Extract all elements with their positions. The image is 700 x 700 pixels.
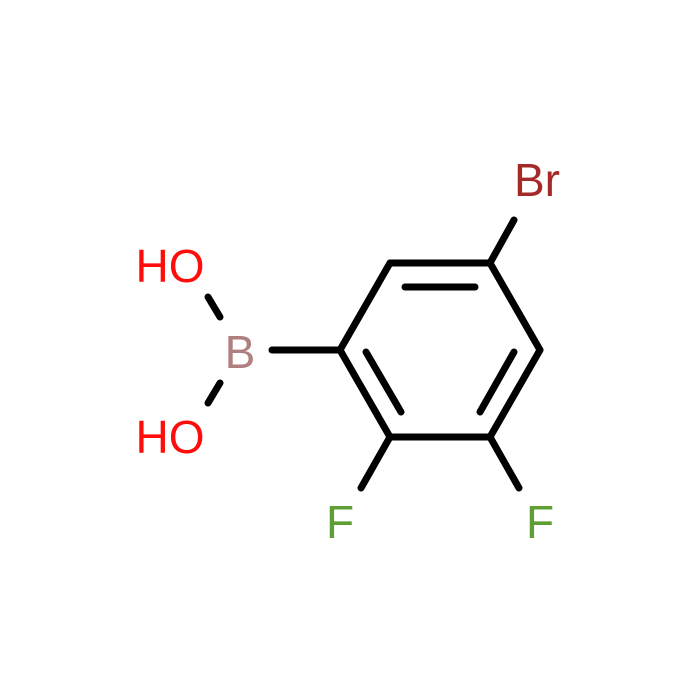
ring-bond-c6-c1 — [336, 259, 394, 354]
bond-boron-oh-bottom — [204, 379, 224, 407]
ring-bond-c3-c4 — [486, 346, 544, 441]
bond-ring-bromine — [486, 216, 518, 267]
atom-label-hydroxyl-top: HO — [136, 240, 205, 292]
bond-ring-fluorine-right — [486, 433, 523, 492]
atom-label-fluorine-right: F — [526, 496, 554, 548]
atom-label-boron: B — [225, 326, 256, 378]
ring-double-bond-inner-left — [362, 348, 405, 416]
bond-boron-oh-top — [204, 293, 224, 321]
ring-double-bond-inner-right — [476, 348, 518, 416]
ring-bond-c4-c5 — [486, 259, 544, 354]
ring-bond-c1-c2 — [336, 346, 394, 441]
atom-label-bromine: Br — [514, 154, 560, 206]
atom-label-hydroxyl-bottom: HO — [136, 411, 205, 463]
bond-ring-fluorine-left — [357, 433, 394, 492]
atom-label-fluorine-left: F — [326, 496, 354, 548]
